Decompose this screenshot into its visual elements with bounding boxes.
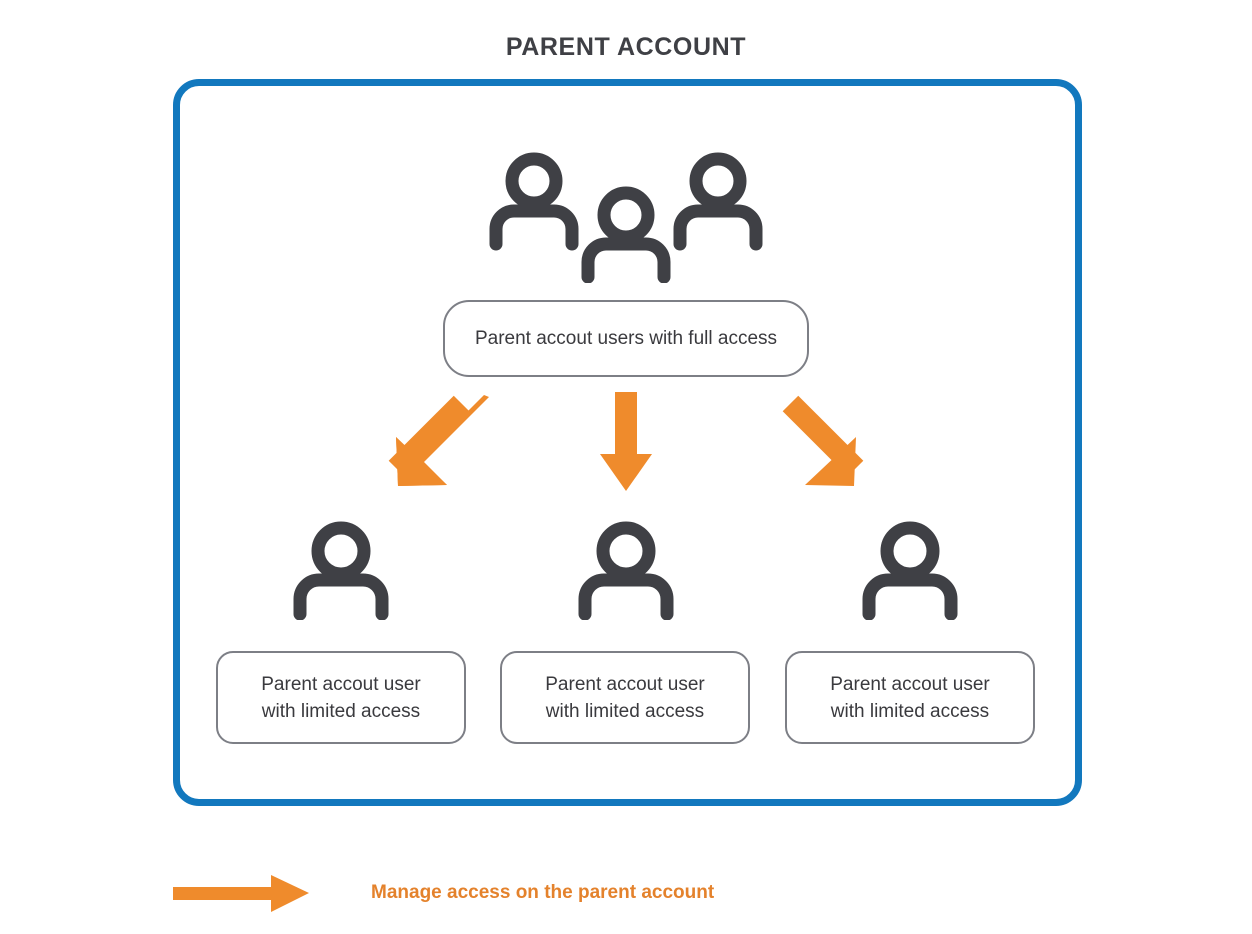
child-node-label: Parent accout user with limited access	[261, 671, 420, 725]
child-node-label-line1: Parent accout user	[545, 673, 705, 695]
child-node-label: Parent accout user with limited access	[830, 671, 989, 725]
right-arrow-icon	[173, 875, 309, 912]
child-node-label-box: Parent accout user with limited access	[216, 651, 466, 744]
person-icon	[571, 515, 681, 621]
person-icon	[855, 515, 965, 621]
child-node-label-line2: with limited access	[545, 700, 705, 722]
child-node-label-line2: with limited access	[261, 700, 421, 722]
child-node-label-box: Parent accout user with limited access	[500, 651, 750, 744]
child-node-label-box: Parent accout user with limited access	[785, 651, 1035, 744]
child-node-label-line1: Parent accout user	[830, 673, 990, 695]
legend-label: Manage access on the parent account	[371, 882, 715, 903]
child-node-label: Parent accout user with limited access	[545, 671, 704, 725]
top-node-label: Parent accout users with full access	[474, 327, 778, 349]
top-node-label-box: Parent accout users with full access	[443, 300, 809, 377]
page-title: PARENT ACCOUNT	[505, 33, 747, 61]
child-node-label-line1: Parent accout user	[261, 673, 421, 695]
legend: Manage access on the parent account	[173, 868, 873, 918]
three-people-icon	[480, 143, 772, 284]
child-node-label-line2: with limited access	[830, 700, 990, 722]
person-icon	[286, 515, 396, 621]
